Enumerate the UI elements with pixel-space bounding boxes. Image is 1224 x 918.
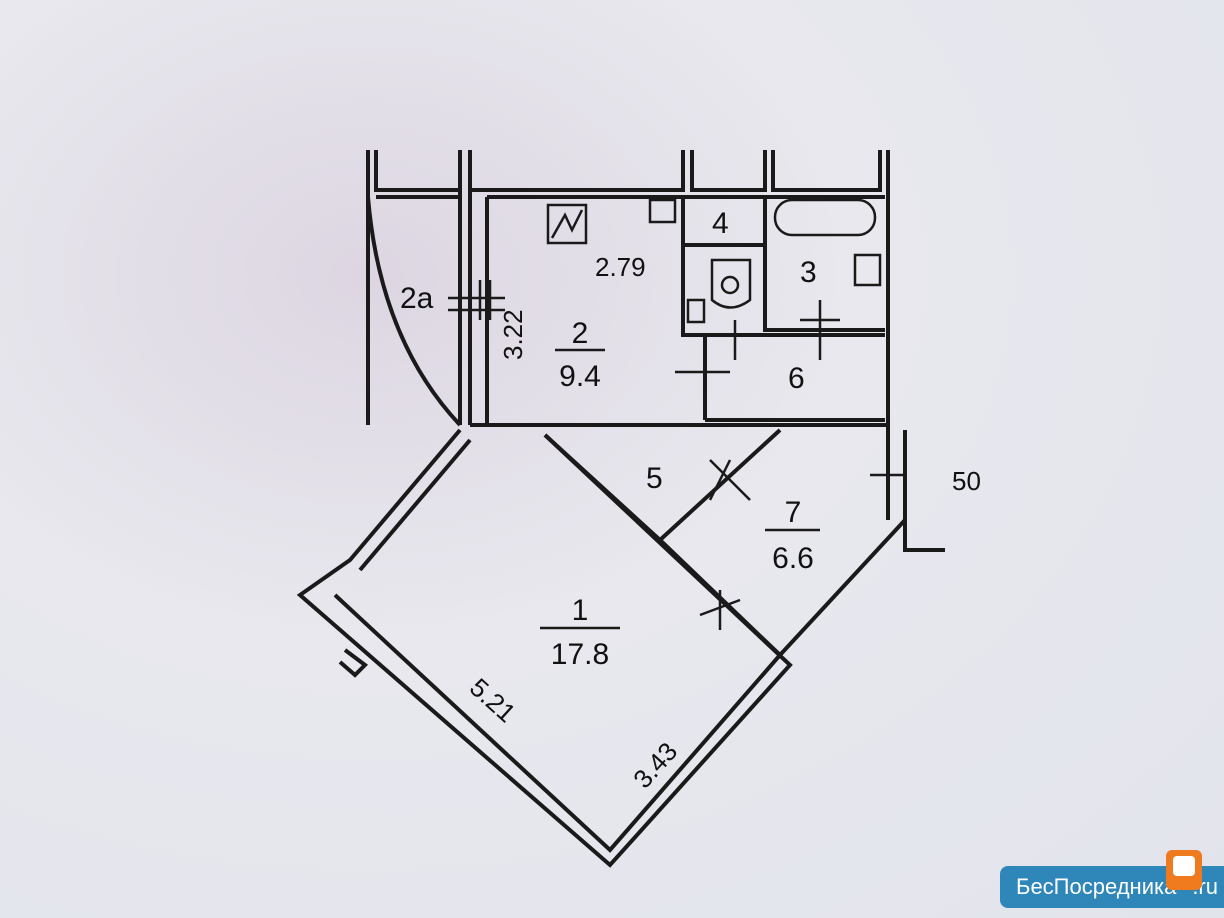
dim-kitchen-width: 2.79: [595, 252, 646, 282]
room-7-area: 6.6: [772, 542, 814, 575]
room-2-number: 2: [572, 317, 589, 350]
dim-room-1-length: 5.21: [464, 672, 522, 728]
room-1-area: 17.8: [551, 638, 609, 671]
room-1-number: 1: [572, 594, 589, 627]
stove-icon: [546, 203, 588, 245]
bathtub-icon: [773, 198, 877, 237]
sink-icon: [648, 198, 677, 224]
room-3-number: 3: [800, 256, 817, 289]
room-6-number: 6: [788, 362, 805, 395]
washbasin-icon: [853, 253, 882, 287]
toilet-icon: [710, 258, 752, 309]
dim-room-1-width: 3.43: [627, 736, 683, 794]
logo-name: БесПосредника: [1016, 874, 1177, 899]
dim-kitchen-length: 3.22: [498, 309, 528, 360]
room-2-area: 9.4: [559, 360, 601, 393]
room-5-number: 5: [646, 462, 663, 495]
mascot-icon: [1166, 850, 1202, 890]
room-2a-number: 2а: [400, 282, 434, 315]
dim-50: 50: [952, 466, 981, 496]
room-7-number: 7: [785, 496, 802, 529]
room-4-number: 4: [712, 207, 729, 240]
fixtures: [448, 198, 905, 630]
sink-small-icon: [686, 298, 706, 324]
